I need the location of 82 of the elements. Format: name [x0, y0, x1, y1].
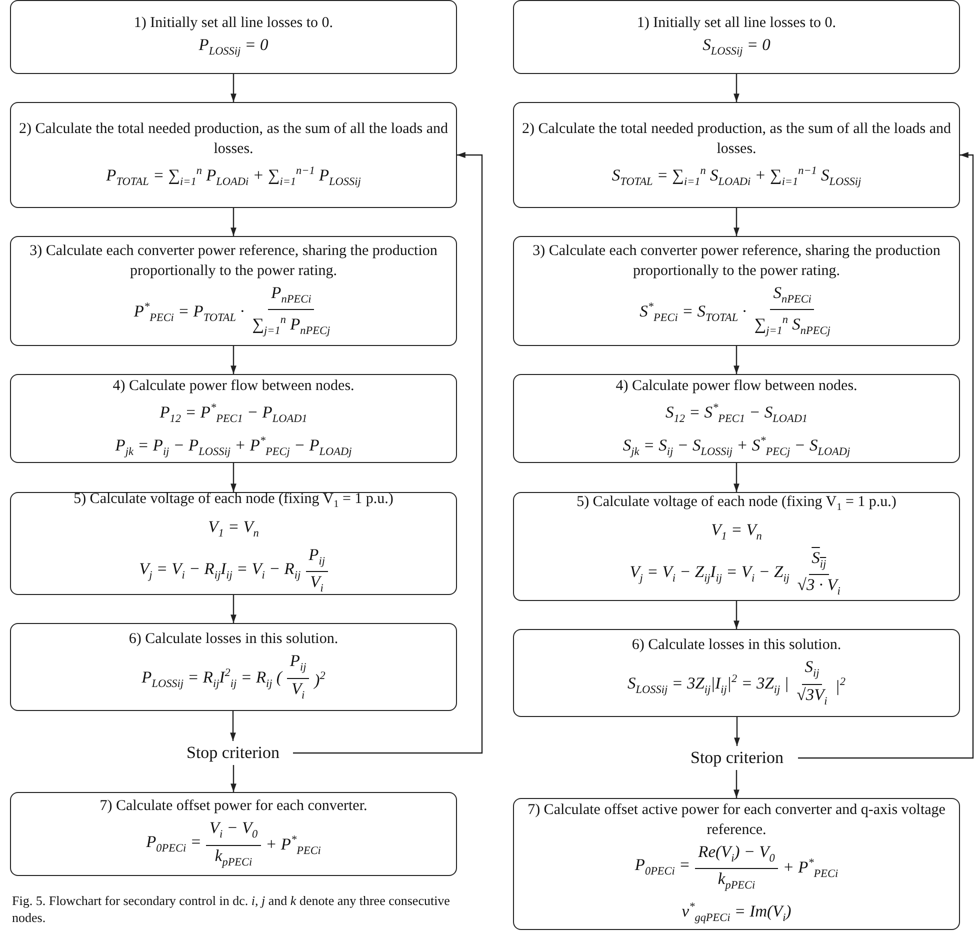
process-box: [10, 492, 457, 595]
process-box: [10, 102, 457, 208]
step-text: 4) Calculate power flow between nodes.: [616, 376, 858, 396]
step-text: 5) Calculate voltage of each node (fixing V$_{1}$ = 1 p.u.): [74, 490, 394, 512]
arrow: [230, 711, 236, 741]
formula: P$_{0PECi}$ =: [146, 832, 202, 856]
process-box: [513, 798, 960, 930]
arrow: [230, 74, 236, 102]
formula: V$_{1}$ = V$_{n}$: [711, 520, 762, 544]
formula: P$_{LOSSij}$ = 0: [198, 34, 268, 60]
process-box: [513, 0, 960, 74]
formula-denominator: √3 · V$_{i}$: [796, 575, 842, 600]
step-text: 1) Initially set all line losses to 0.: [134, 14, 334, 33]
process-box: [10, 623, 457, 711]
formula-denominator: V$_{i}$: [290, 678, 306, 703]
process-box: [513, 102, 960, 208]
step-text: 5) Calculate voltage of each node (fixing V$_{1}$ = 1 p.u.): [576, 492, 896, 515]
arrow: [230, 595, 236, 623]
formula-numerator: S$_{nPECi}$: [770, 282, 814, 310]
formula-numerator: Re(V$_{i}$) − V$_{0}$: [695, 842, 778, 870]
formula-denominator: ∑$_{j=1}$$^{n}$ P$_{nPECj}$: [251, 313, 332, 340]
formula: P$_{TOTAL}$ = ∑$_{i=1}$$^{n}$ P$_{LOADi}$ + ∑$_{i=1}$$^{n−1}$ P$_{LOSSij}$: [106, 164, 361, 190]
formula-numerator: P$_{nPECi}$: [268, 282, 314, 310]
formula-denominator: k$_{pPECi}$: [214, 846, 254, 870]
formula: V$_{j}$ = V$_{i}$ − Z$_{ij}$I$_{ij}$ = V$_{i}$ − Z$_{ij}$: [630, 562, 790, 586]
process-box: [10, 0, 457, 74]
figure-caption: Fig. 5. Flowchart for secondary control in dc. i, j and k denote any three consecutive nodes.: [12, 892, 451, 926]
step-text: 6) Calculate losses in this solution.: [632, 636, 842, 656]
process-box: [10, 374, 457, 463]
process-box: [513, 629, 960, 717]
formula: |$^{2}$: [835, 674, 846, 696]
arrow: [230, 346, 236, 374]
step-text: 7) Calculate offset power for each converter.: [100, 797, 368, 816]
arrow: [734, 463, 740, 492]
arrow: [230, 765, 236, 792]
step-text: 3) Calculate each converter power reference, sharing the production proportionally to the power rating.: [532, 242, 942, 281]
formula-denominator: V$_{i}$: [309, 572, 324, 596]
formula-denominator: ∑$_{j=1}$$^{n}$ S$_{nPECj}$: [753, 313, 832, 340]
step-text: 2) Calculate the total needed production, as the sum of all the loads and losses.: [520, 120, 952, 159]
formula-denominator: √3V$_{i}$: [796, 684, 828, 709]
arrow: [734, 717, 740, 746]
formula: S$_{TOTAL}$ = ∑$_{i=1}$$^{n}$ S$_{LOADi}$ + ∑$_{i=1}$$^{n−1}$ S$_{LOSSij}$: [612, 164, 862, 190]
arrow: [734, 770, 740, 798]
formula: S$_{LOSSij}$ = 3Z$_{ij}$|I$_{ij}$|$^{2}$ = 3Z$_{ij}$ |: [628, 672, 789, 698]
process-box: [513, 236, 960, 346]
step-text: 6) Calculate losses in this solution.: [128, 630, 338, 650]
formula-numerator: V$_{i}$ − V$_{0}$: [206, 818, 261, 846]
formula: P$_{jk}$ = P$_{ij}$ − P$_{LOSSij}$ + P$^{*}$$_{PECj}$ − P$_{LOADj}$: [115, 434, 352, 460]
formula-numerator: S$_{ij}$: [808, 548, 830, 576]
process-box: [513, 492, 960, 601]
formula: v$^{*}$$_{gqPECi}$ = Im(V$_{i}$): [682, 900, 792, 926]
formula: )$^{2}$: [314, 668, 326, 690]
arrow: [734, 601, 740, 629]
process-box: [10, 792, 457, 876]
formula: S$_{12}$ = S$^{*}$$_{PEC1}$ − S$_{LOAD1}$: [665, 400, 808, 426]
formula-denominator: k$_{pPECi}$: [716, 869, 756, 894]
step-text: 1) Initially set all line losses to 0.: [636, 14, 836, 33]
formula: P$_{LOSSij}$ = R$_{ij}$I$^{2}$$_{ij}$ = R$_{ij}$ (: [142, 666, 282, 692]
arrow: [293, 152, 483, 754]
formula: S$_{LOSSij}$ = 0: [702, 34, 770, 60]
formula: V$_{1}$ = V$_{n}$: [208, 516, 259, 541]
arrow: [230, 463, 236, 492]
arrow: [734, 74, 740, 102]
step-text: 4) Calculate power flow between nodes.: [112, 376, 354, 396]
formula-numerator: P$_{ij}$: [306, 544, 328, 572]
formula: S$_{jk}$ = S$_{ij}$ − S$_{LOSSij}$ + S$^{*}$$_{PECj}$ − S$_{LOADj}$: [622, 434, 850, 460]
formula: V$_{j}$ = V$_{i}$ − R$_{ij}$I$_{ij}$ = V$_{i}$ − R$_{ij}$: [139, 558, 301, 583]
formula-numerator: S$_{ij}$: [802, 657, 822, 684]
formula: S$^{*}$$_{PECi}$ = S$_{TOTAL}$ ·: [640, 300, 746, 326]
arrow: [230, 208, 236, 236]
process-box: [10, 236, 457, 346]
step-text: 3) Calculate each converter power reference, sharing the production proportionally to the power rating.: [28, 242, 438, 281]
formula: P$_{12}$ = P$^{*}$$_{PEC1}$ − P$_{LOAD1}$: [160, 400, 308, 426]
arrow: [798, 152, 974, 759]
arrow: [734, 208, 740, 236]
step-text: 7) Calculate offset active power for each converter and q-axis voltage reference.: [526, 800, 946, 840]
formula: P$^{*}$$_{PECi}$ = P$_{TOTAL}$ ·: [134, 300, 244, 326]
step-text: 2) Calculate the total needed production, as the sum of all the loads and losses.: [18, 120, 450, 159]
formula: P$_{0PECi}$ =: [634, 855, 690, 880]
arrow: [734, 346, 740, 374]
process-box: [513, 374, 960, 463]
formula-numerator: P$_{ij}$: [286, 651, 310, 678]
